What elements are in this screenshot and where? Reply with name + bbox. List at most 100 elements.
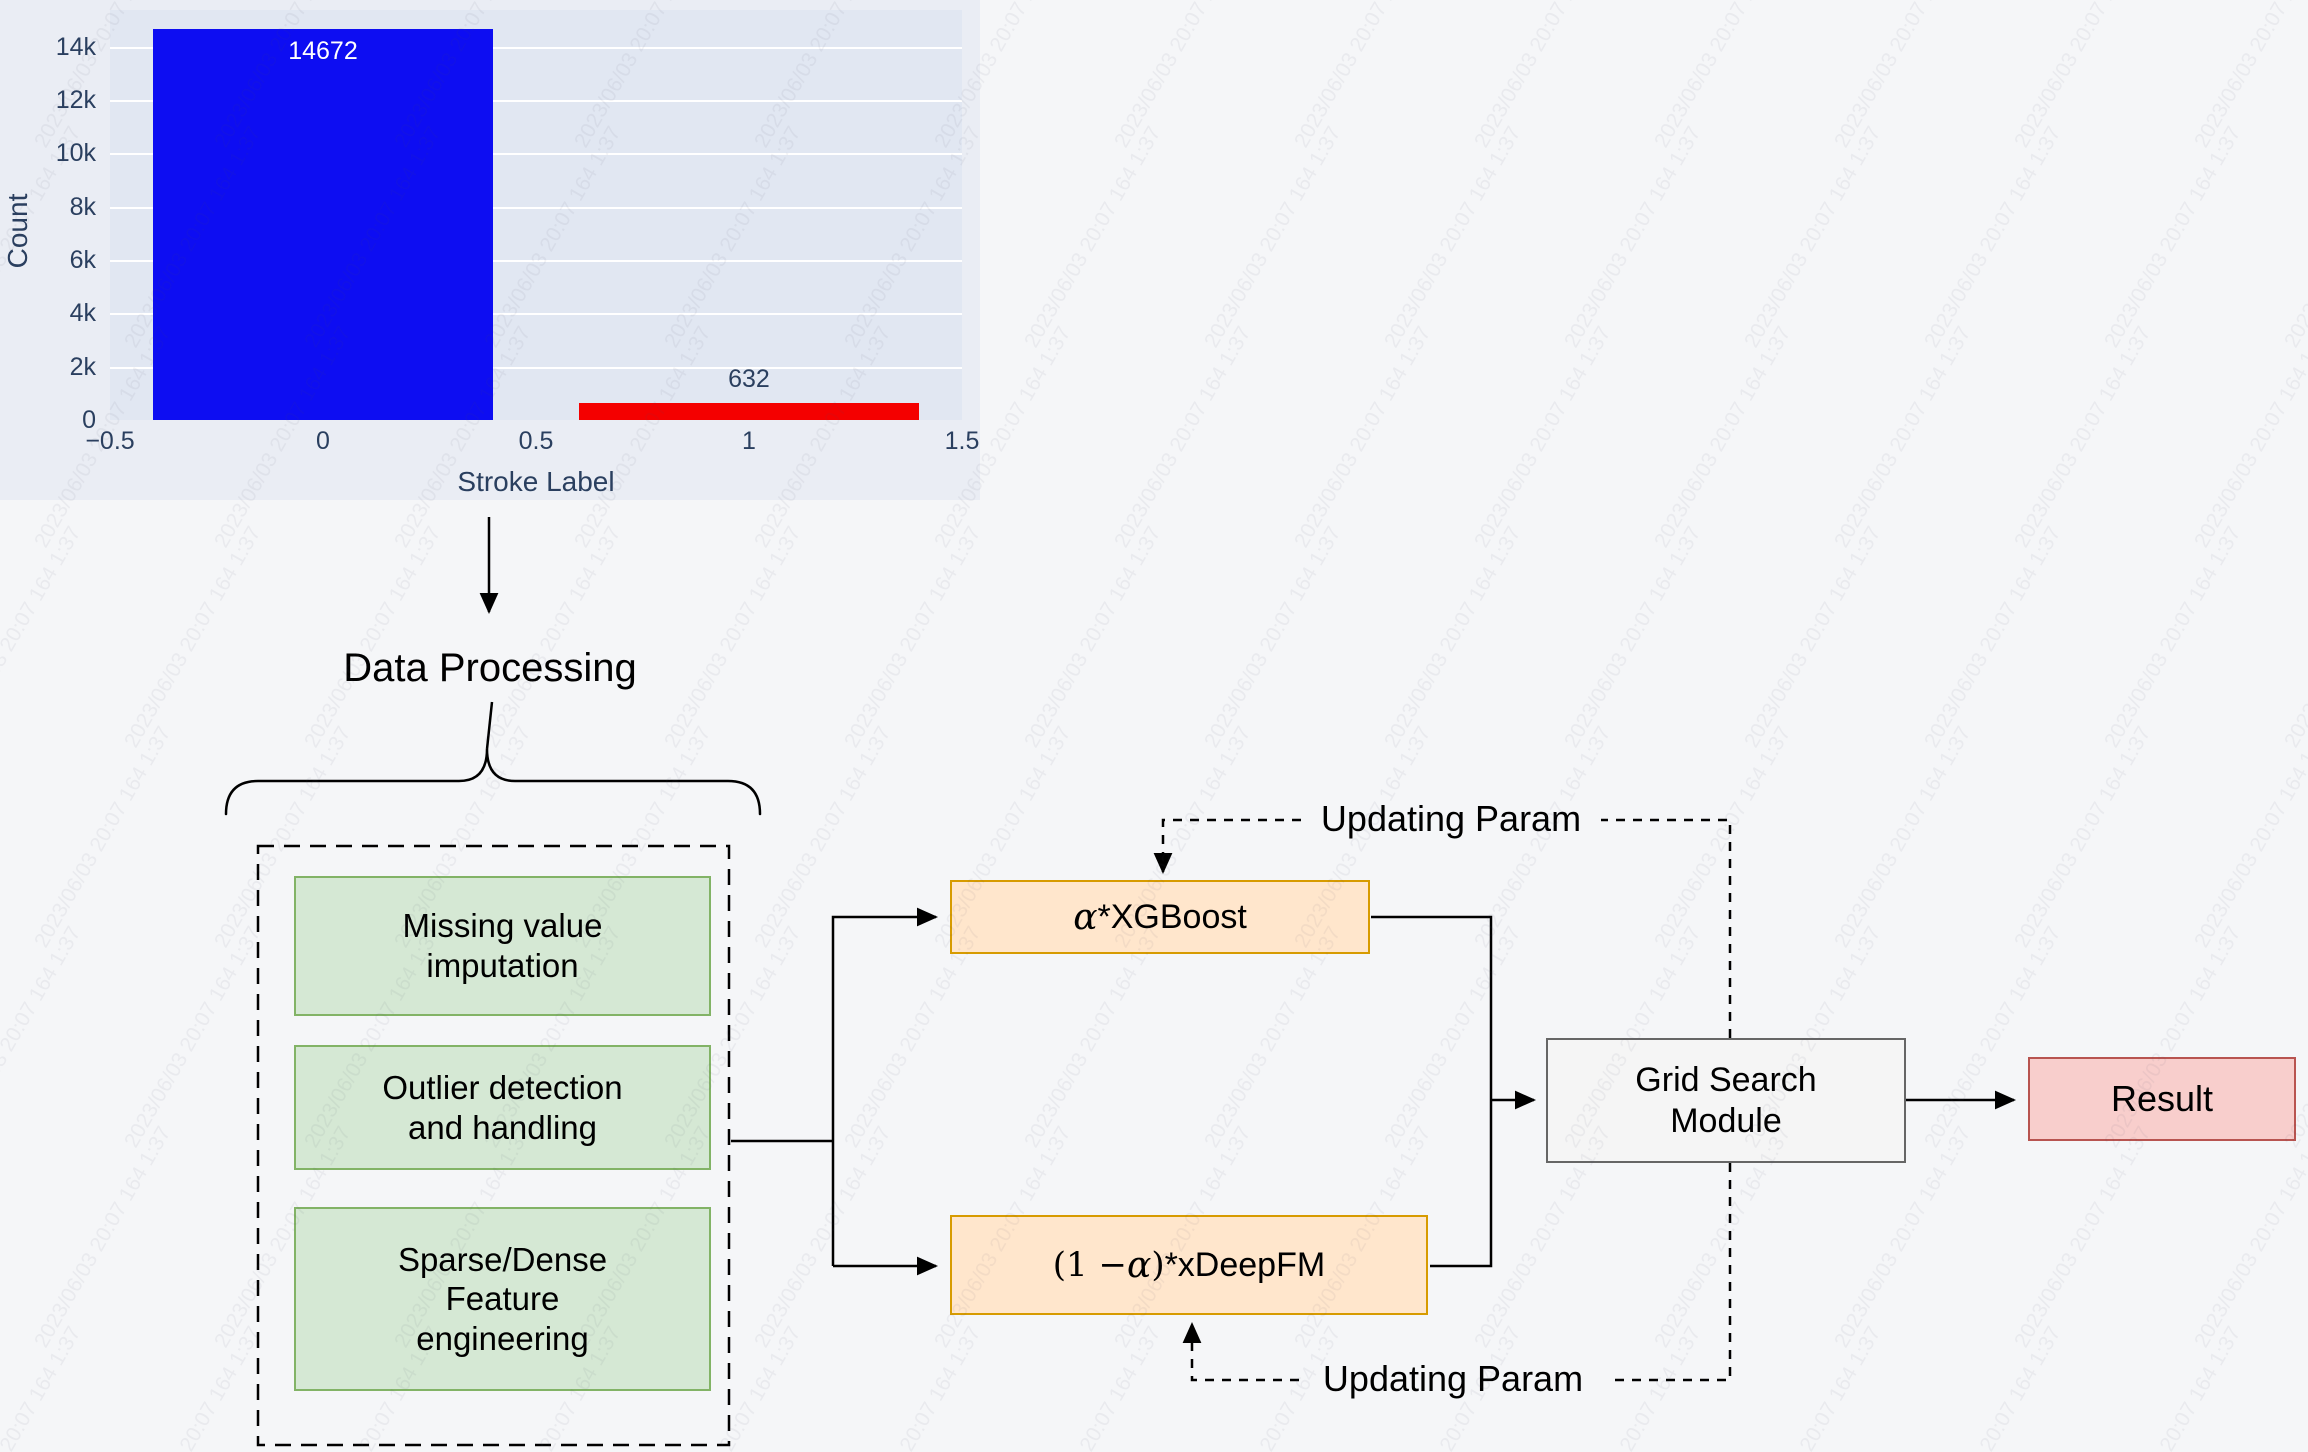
watermark-text: 2023/06/03 20:07 164 1:37 xyxy=(2010,0,2156,152)
watermark-text: 2023/06/03 20:07 164 1:37 xyxy=(750,1122,896,1352)
x-tick-3: 1 xyxy=(742,427,756,455)
x-tick-0: −0.5 xyxy=(85,427,135,455)
watermark-text: 2023/06/03 20:07 164 1:37 xyxy=(1920,1322,2066,1452)
x-tick-2: 0.5 xyxy=(518,427,554,455)
watermark-text: 2023/06/03 20:07 164 1:37 xyxy=(2100,1322,2246,1452)
alpha-symbol: α xyxy=(1127,1244,1152,1286)
watermark-text: 2023/06/03 20:07 164 1:37 xyxy=(1650,722,1796,952)
watermark-text: 2023/06/03 20:07 164 1:37 xyxy=(1020,922,1166,1152)
step-box-missing-value-imputation: Missing value imputation xyxy=(294,876,711,1016)
watermark-text: 2023/06/03 20:07 164 1:37 xyxy=(1560,522,1706,752)
bar-chart-figure: Count 14672 632 0 2k 4k 6k 8k 10k 12k 14… xyxy=(0,0,980,500)
step-box-feature-engineering: Sparse/Dense Feature engineering xyxy=(294,1207,711,1391)
watermark-text: 2023/06/03 20:07 164 1:37 xyxy=(1290,322,1436,552)
step-label: Missing value imputation xyxy=(402,907,603,984)
bar-label-1: 632 xyxy=(728,365,770,394)
gridline xyxy=(110,367,962,369)
watermark-text: 2023/06/03 20:07 164 1:37 xyxy=(1200,922,1346,1152)
chart-plot-area[interactable]: 14672 632 xyxy=(110,10,962,420)
watermark-text: 2023/06/03 20:07 164 1:37 xyxy=(0,522,86,752)
watermark-text: 2023/06/03 20:07 164 1:37 xyxy=(1380,922,1526,1152)
watermark-text: 2023/06/03 20:07 164 1:37 xyxy=(1020,1322,1166,1452)
y-tick-4: 8k xyxy=(69,193,96,221)
close-paren: ) xyxy=(1151,1245,1165,1285)
watermark-text: 2023/06/03 20:07 164 1:37 xyxy=(2190,322,2308,552)
data-processing-label: Data Processing xyxy=(343,646,637,690)
watermark-text: 2023/06/03 20:07 164 1:37 xyxy=(1560,122,1706,352)
grid-search-label: Grid Search Module xyxy=(1635,1060,1817,1140)
updating-param-label-bottom: Updating Param xyxy=(1322,1358,1584,1399)
watermark-text: 2023/06/03 20:07 164 1:37 xyxy=(840,522,986,752)
y-tick-7: 14k xyxy=(55,33,96,61)
watermark-text: 2023/06/03 20:07 164 1:37 xyxy=(750,722,896,952)
watermark-text: 2023/06/03 20:07 164 1:37 xyxy=(1470,0,1616,152)
watermark-text: 2023/06/03 20:07 164 1:37 xyxy=(300,522,446,752)
collector-line xyxy=(1371,915,1493,1268)
watermark-text: 2023/06/03 20:07 164 1:37 xyxy=(1200,122,1346,352)
watermark-text: 2023/06/03 20:07 164 1:37 xyxy=(2010,322,2156,552)
watermark-text: 2023/06/03 20:07 164 1:37 xyxy=(120,522,266,752)
watermark-text: 2023/06/03 20:07 164 1:37 xyxy=(1830,722,1976,952)
watermark-text: 2023/06/03 20:07 164 1:37 xyxy=(0,922,86,1152)
watermark-text: 2023/06/03 20:07 164 1:37 xyxy=(840,922,986,1152)
watermark-text: 2023/06/03 20:07 164 1:37 xyxy=(2190,1122,2308,1352)
brace-stem xyxy=(485,701,494,750)
watermark-text: 2023/06/03 20:07 164 1:37 xyxy=(2190,0,2308,152)
watermark-text: 2023/06/03 20:07 164 1:37 xyxy=(2100,122,2246,352)
watermark-text: 2023/06/03 20:07 164 1:37 xyxy=(2280,123,2308,352)
watermark-text: 2023/06/03 20:07 164 1:37 xyxy=(2280,523,2308,752)
watermark-text: 2023/06/03 20:07 164 1:37 xyxy=(1830,0,1976,152)
watermark-text: 2023/06/03 20:07 164 1:37 xyxy=(2100,522,2246,752)
watermark-text: 2023/06/03 20:07 164 1:37 xyxy=(120,1322,266,1452)
watermark-text: 2023/06/03 20:07 164 1:37 xyxy=(480,522,626,752)
alpha-symbol: α xyxy=(1073,896,1098,938)
watermark-text: 2023/06/03 20:07 164 1:37 xyxy=(1380,122,1526,352)
watermark-text: 2023/06/03 20:07 164 1:37 xyxy=(1830,322,1976,552)
watermark-text: 2023/06/03 20:07 164 1:37 xyxy=(1740,522,1886,752)
dashed-feedback-top-left xyxy=(1153,818,1301,875)
watermark-text: 2023/06/03 20:07 164 1:37 xyxy=(1650,322,1796,552)
x-axis-title: Stroke Label xyxy=(457,466,615,497)
watermark-text: 2023/06/03 20:07 164 1:37 xyxy=(1110,0,1256,152)
watermark-text: 2023/06/03 20:07 164 1:37 xyxy=(1020,522,1166,752)
grid-search-module-box: Grid Search Module xyxy=(1546,1038,1906,1163)
gridline xyxy=(110,313,962,315)
watermark-text: 2023/06/03 20:07 164 1:37 xyxy=(660,522,806,752)
y-tick-0: 0 xyxy=(82,406,96,434)
watermark-text: 2023/06/03 20:07 164 1:37 xyxy=(1110,322,1256,552)
bar-0[interactable] xyxy=(152,28,494,420)
gridline xyxy=(110,100,962,102)
x-tick-4: 1.5 xyxy=(944,427,980,455)
watermark-text: 2023/06/03 20:07 164 1:37 xyxy=(1020,122,1166,352)
gridline xyxy=(110,47,962,49)
watermark-text: 2023/06/03 20:07 164 1:37 xyxy=(120,922,266,1152)
result-box: Result xyxy=(2028,1057,2296,1141)
gridline xyxy=(110,260,962,262)
y-tick-1: 2k xyxy=(69,353,96,381)
watermark-text: 2023/06/03 20:07 164 1:37 xyxy=(0,1322,86,1452)
model-box-xdeepfm: (1 − α)*xDeepFM xyxy=(950,1215,1428,1315)
model-xdeepfm-label: *xDeepFM xyxy=(1164,1245,1326,1284)
gridline xyxy=(110,153,962,155)
y-tick-3: 6k xyxy=(69,246,96,274)
one-minus-prefix: (1 − xyxy=(1052,1245,1127,1285)
x-tick-1: 0 xyxy=(316,427,330,455)
dashed-feedback-top-right xyxy=(1601,818,1732,1038)
y-tick-2: 4k xyxy=(69,299,96,327)
updating-param-label-top: Updating Param xyxy=(1320,798,1582,839)
watermark-text: 2023/06/03 20:07 164 1:37 xyxy=(1380,522,1526,752)
watermark-text: 2023/06/03 20:07 164 1:37 xyxy=(1470,322,1616,552)
bar-1[interactable] xyxy=(578,403,920,420)
arrow-to-xgboost xyxy=(831,907,939,1266)
step-label: Sparse/Dense Feature engineering xyxy=(397,1240,608,1357)
watermark-text: 2023/06/03 20:07 164 1:37 xyxy=(1740,122,1886,352)
gridline xyxy=(110,207,962,209)
step-label: Outlier detection and handling xyxy=(382,1068,623,1146)
model-box-xgboost: α*XGBoost xyxy=(950,880,1370,954)
watermark-text: 2023/06/03 20:07 164 1:37 xyxy=(1920,522,2066,752)
bar-label-0: 14672 xyxy=(288,36,358,65)
watermark-text: 2023/06/03 20:07 164 1:37 xyxy=(1740,1322,1886,1452)
watermark-text: 2023/06/03 20:07 164 1:37 xyxy=(30,1122,176,1352)
watermark-text: 2023/06/03 20:07 164 1:37 xyxy=(1650,0,1796,152)
